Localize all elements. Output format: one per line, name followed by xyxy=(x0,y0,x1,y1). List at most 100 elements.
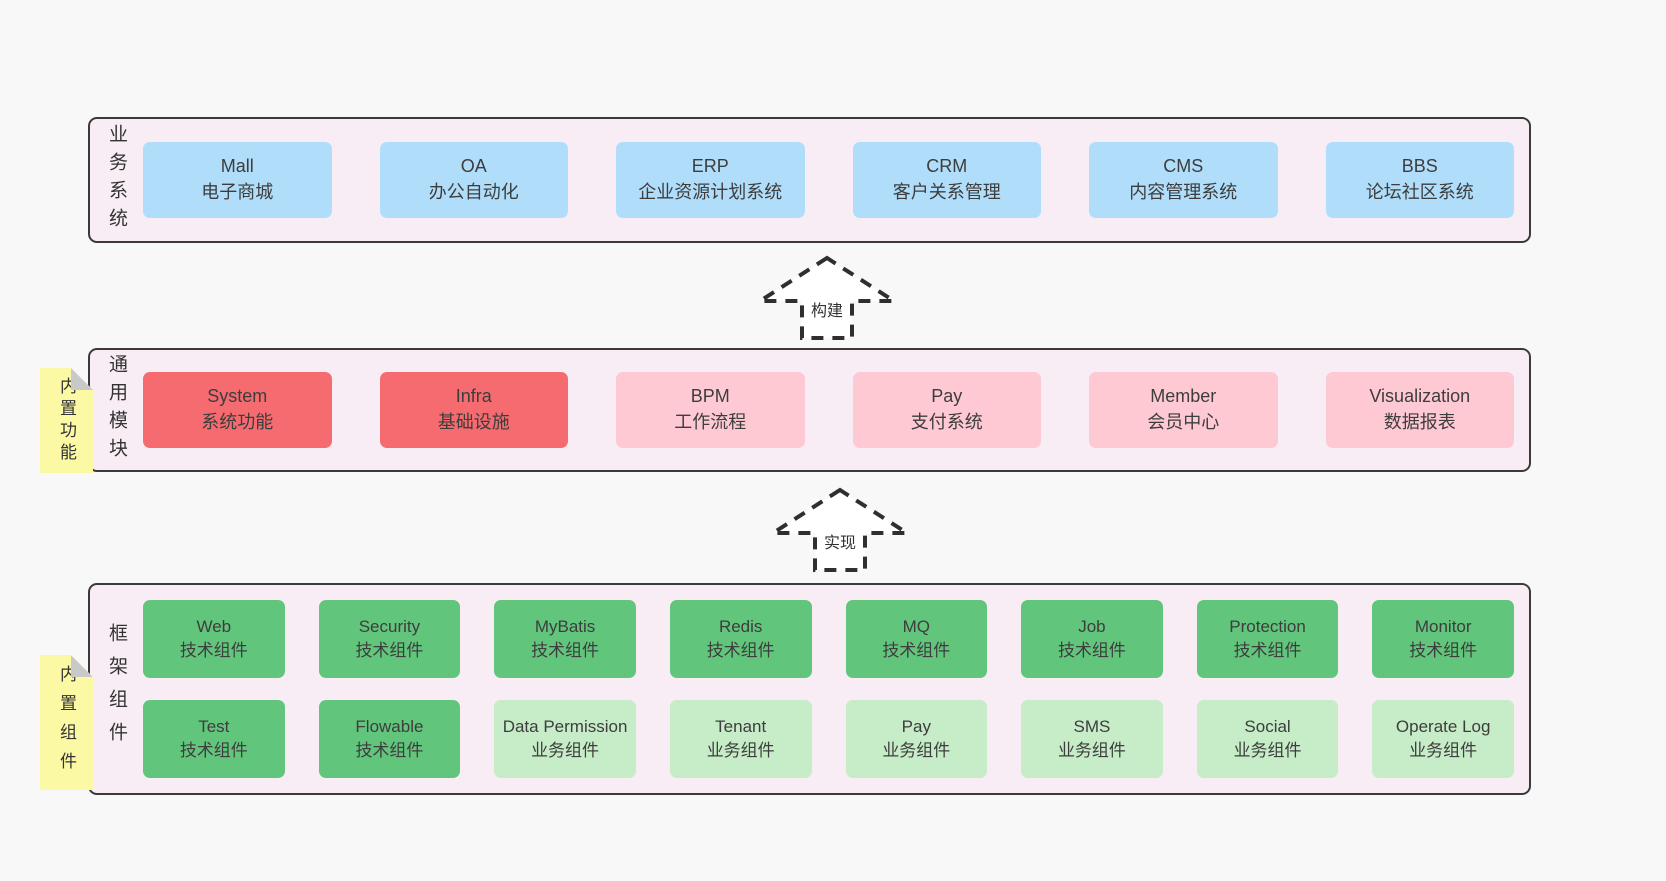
components-box-grid: Web 技术组件 Security 技术组件 MyBatis 技术组件 Redi… xyxy=(143,585,1514,793)
box-tenant: Tenant 业务组件 xyxy=(669,700,812,778)
box-test: Test 技术组件 xyxy=(143,700,285,778)
box-title: Pay xyxy=(901,716,931,736)
box-title: Visualization xyxy=(1369,386,1471,407)
panel-business-label: 业务系统 xyxy=(106,124,127,236)
box-title: Infra xyxy=(455,386,492,407)
box-infra: Infra 基础设施 xyxy=(379,372,568,448)
box-protection: Protection 技术组件 xyxy=(1196,600,1339,678)
box-subtitle: 技术组件 xyxy=(1233,641,1302,660)
box-title: Pay xyxy=(931,386,963,407)
box-subtitle: 业务组件 xyxy=(1057,741,1126,760)
box-bpm: BPM 工作流程 xyxy=(616,372,805,448)
box-crm: CRM 客户关系管理 xyxy=(852,142,1041,218)
box-title: Job xyxy=(1078,616,1106,636)
box-subtitle: 基础设施 xyxy=(437,412,510,432)
sticky-label: 内置组件 xyxy=(57,664,76,781)
business-box-grid: Mall 电子商城 OA 办公自动化 ERP 企业资源计划系统 CRM 客户关系… xyxy=(143,119,1514,241)
box-redis: Redis 技术组件 xyxy=(669,600,812,678)
box-web: Web 技术组件 xyxy=(143,600,285,678)
box-title: Mall xyxy=(220,156,254,177)
box-title: SMS xyxy=(1073,716,1111,736)
sticky-label: 内置功能 xyxy=(57,376,76,465)
box-sms: SMS 业务组件 xyxy=(1021,700,1163,778)
box-subtitle: 业务组件 xyxy=(882,741,951,760)
box-title: CMS xyxy=(1163,156,1204,177)
box-security: Security 技术组件 xyxy=(318,600,461,678)
box-visualization: Visualization 数据报表 xyxy=(1325,372,1514,448)
sticky-built-in-components: 内置组件 xyxy=(40,655,93,790)
box-subtitle: 内容管理系统 xyxy=(1129,182,1238,202)
box-social: Social 业务组件 xyxy=(1196,700,1339,778)
box-title: Tenant xyxy=(715,716,767,736)
box-title: ERP xyxy=(691,156,729,177)
box-title: Operate Log xyxy=(1395,716,1491,736)
box-title: CRM xyxy=(926,156,968,177)
box-subtitle: 论坛社区系统 xyxy=(1365,182,1474,202)
panel-modules-label: 通用模块 xyxy=(106,354,127,466)
box-title: Test xyxy=(198,716,230,736)
box-title: Social xyxy=(1244,716,1291,736)
box-erp: ERP 企业资源计划系统 xyxy=(616,142,805,218)
box-title: Member xyxy=(1150,386,1217,407)
box-bbs: BBS 论坛社区系统 xyxy=(1325,142,1514,218)
box-subtitle: 技术组件 xyxy=(882,641,951,660)
box-subtitle: 办公自动化 xyxy=(428,182,519,202)
sticky-built-in-features: 内置功能 xyxy=(40,368,93,473)
arrow-implement: 实现 xyxy=(765,486,915,574)
box-pay-system: Pay 支付系统 xyxy=(852,372,1041,448)
box-subtitle: 企业资源计划系统 xyxy=(638,182,783,202)
box-subtitle: 技术组件 xyxy=(179,741,248,760)
box-subtitle: 技术组件 xyxy=(1057,641,1126,660)
box-title: Monitor xyxy=(1414,616,1472,636)
box-flowable: Flowable 技术组件 xyxy=(318,700,461,778)
panel-components-label: 框架组件 xyxy=(106,623,127,755)
box-data-permission: Data Permission 业务组件 xyxy=(494,700,636,778)
box-title: OA xyxy=(460,156,487,177)
arrow-build-label: 构建 xyxy=(806,296,848,322)
box-title: Data Permission xyxy=(502,716,628,736)
panel-common-modules: 通用模块 System 系统功能 Infra 基础设施 BPM 工作流程 Pay… xyxy=(88,348,1531,472)
box-operate-log: Operate Log 业务组件 xyxy=(1372,700,1514,778)
panel-framework-components: 框架组件 Web 技术组件 Security 技术组件 MyBatis 技术组件… xyxy=(88,583,1531,795)
box-subtitle: 支付系统 xyxy=(910,412,983,432)
box-subtitle: 系统功能 xyxy=(201,412,274,432)
box-subtitle: 工作流程 xyxy=(674,412,747,432)
box-cms: CMS 内容管理系统 xyxy=(1089,142,1278,218)
box-subtitle: 技术组件 xyxy=(179,641,248,660)
box-system: System 系统功能 xyxy=(143,372,332,448)
box-subtitle: 客户关系管理 xyxy=(892,182,1001,202)
box-subtitle: 业务组件 xyxy=(1233,741,1302,760)
box-subtitle: 技术组件 xyxy=(1409,641,1478,660)
modules-box-grid: System 系统功能 Infra 基础设施 BPM 工作流程 Pay 支付系统… xyxy=(143,350,1514,470)
box-subtitle: 业务组件 xyxy=(531,741,600,760)
arrow-build: 构建 xyxy=(752,254,902,342)
box-member: Member 会员中心 xyxy=(1089,372,1278,448)
box-subtitle: 技术组件 xyxy=(355,641,424,660)
panel-business-systems: 业务系统 Mall 电子商城 OA 办公自动化 ERP 企业资源计划系统 CRM… xyxy=(88,117,1531,243)
box-title: BBS xyxy=(1401,156,1438,177)
box-subtitle: 会员中心 xyxy=(1147,412,1220,432)
box-mall: Mall 电子商城 xyxy=(143,142,332,218)
box-subtitle: 数据报表 xyxy=(1383,412,1456,432)
arrow-implement-label: 实现 xyxy=(819,528,861,554)
box-monitor: Monitor 技术组件 xyxy=(1372,600,1514,678)
box-subtitle: 业务组件 xyxy=(706,741,775,760)
box-subtitle: 业务组件 xyxy=(1409,741,1478,760)
box-mq: MQ 技术组件 xyxy=(845,600,988,678)
box-title: BPM xyxy=(690,386,730,407)
box-subtitle: 技术组件 xyxy=(531,641,600,660)
box-subtitle: 技术组件 xyxy=(706,641,775,660)
box-title: Protection xyxy=(1229,616,1306,636)
box-oa: OA 办公自动化 xyxy=(379,142,568,218)
box-pay-component: Pay 业务组件 xyxy=(845,700,988,778)
box-job: Job 技术组件 xyxy=(1021,600,1163,678)
box-title: Flowable xyxy=(355,716,424,736)
box-title: Security xyxy=(358,616,421,636)
box-mybatis: MyBatis 技术组件 xyxy=(494,600,636,678)
box-title: MyBatis xyxy=(534,616,596,636)
box-title: MQ xyxy=(902,616,930,636)
box-title: Redis xyxy=(718,616,763,636)
box-subtitle: 技术组件 xyxy=(355,741,424,760)
box-title: Web xyxy=(196,616,232,636)
